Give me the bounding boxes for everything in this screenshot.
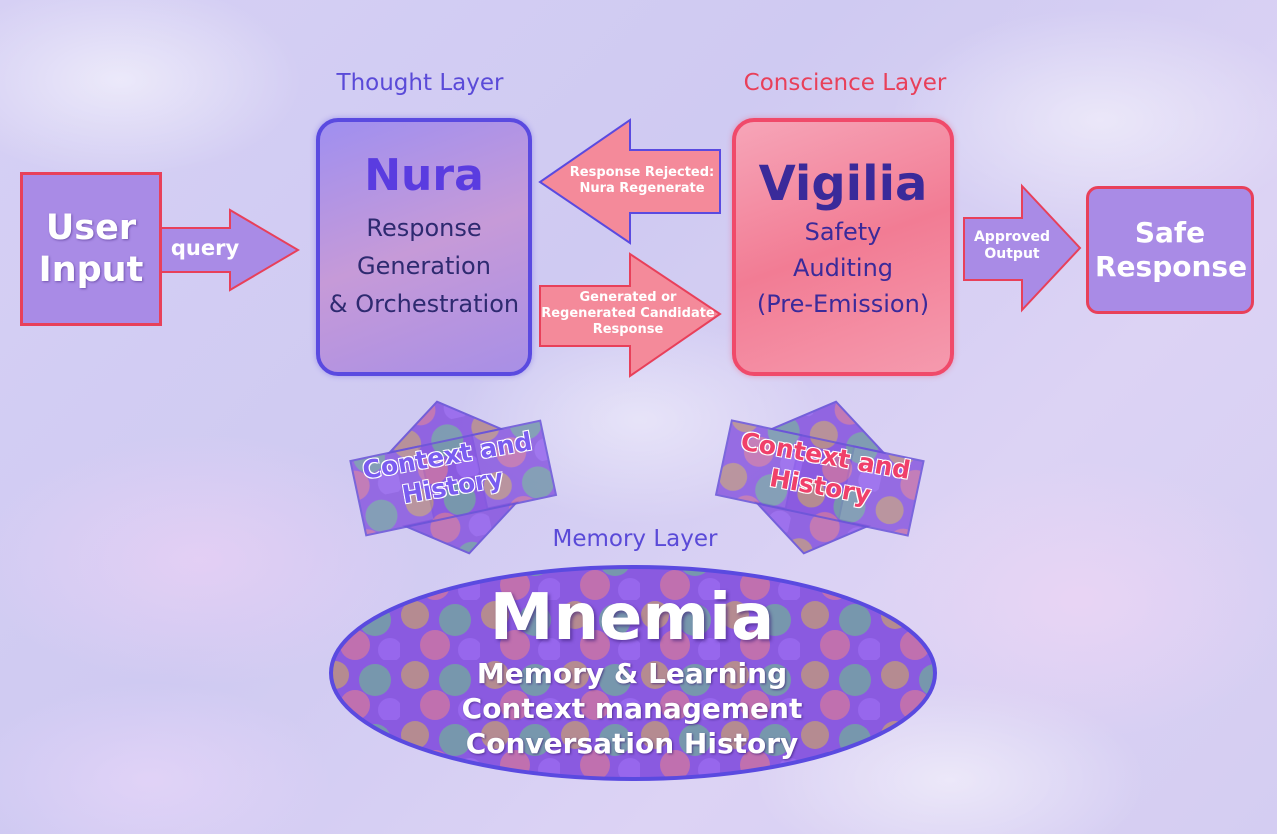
- nura-line: Generation: [357, 252, 491, 280]
- user-input-box: User Input: [20, 172, 162, 326]
- nura-line: & Orchestration: [328, 290, 520, 318]
- mnemia-line: Conversation History: [465, 727, 799, 760]
- nura-description: Response Generation & Orchestration: [320, 209, 528, 323]
- query-label: query: [170, 236, 240, 260]
- rejected-line: Nura Regenerate: [579, 181, 705, 196]
- vigilia-line: Auditing: [792, 254, 894, 282]
- approved-line: Output: [984, 246, 1040, 262]
- approved-arrow-label: Approved Output: [962, 229, 1062, 263]
- generated-line: Response: [592, 322, 664, 337]
- nura-line: Response: [366, 214, 482, 242]
- mnemia-content: Mnemia Memory & Learning Context managem…: [330, 580, 934, 761]
- rejected-arrow-label: Response Rejected: Nura Regenerate: [562, 165, 722, 197]
- nura-box: Nura Response Generation & Orchestration: [316, 118, 532, 376]
- vigilia-line: (Pre-Emission): [756, 290, 930, 318]
- safe-response-label: Safe Response: [1095, 216, 1248, 283]
- thought-layer-label: Thought Layer: [336, 70, 504, 96]
- generated-line: Generated or: [579, 290, 677, 305]
- generated-arrow: [539, 252, 722, 378]
- nura-title: Nura: [364, 150, 484, 201]
- context-right-arrow: [714, 400, 925, 555]
- vigilia-title: Vigilia: [758, 156, 928, 212]
- vigilia-box: Vigilia Safety Auditing (Pre-Emission): [732, 118, 954, 376]
- vigilia-description: Safety Auditing (Pre-Emission): [736, 214, 950, 322]
- generated-arrow-label: Generated or Regenerated Candidate Respo…: [538, 290, 718, 338]
- user-input-label: User Input: [38, 208, 144, 290]
- safe-response-box: Safe Response: [1086, 186, 1254, 314]
- rejected-line: Response Rejected:: [569, 165, 715, 180]
- mnemia-line: Context management: [461, 692, 803, 725]
- memory-layer-label: Memory Layer: [552, 526, 718, 552]
- approved-arrow: [963, 183, 1082, 313]
- rejected-arrow: [538, 118, 721, 245]
- conscience-layer-label: Conscience Layer: [743, 70, 947, 96]
- approved-line: Approved: [973, 229, 1051, 245]
- context-left-arrow: [349, 400, 558, 555]
- mnemia-line: Memory & Learning: [476, 657, 788, 690]
- query-arrow: [157, 208, 300, 292]
- mnemia-title: Mnemia: [489, 581, 775, 655]
- vigilia-line: Safety: [804, 218, 882, 246]
- mnemia-ellipse: [329, 565, 937, 781]
- generated-line: Regenerated Candidate: [541, 306, 715, 321]
